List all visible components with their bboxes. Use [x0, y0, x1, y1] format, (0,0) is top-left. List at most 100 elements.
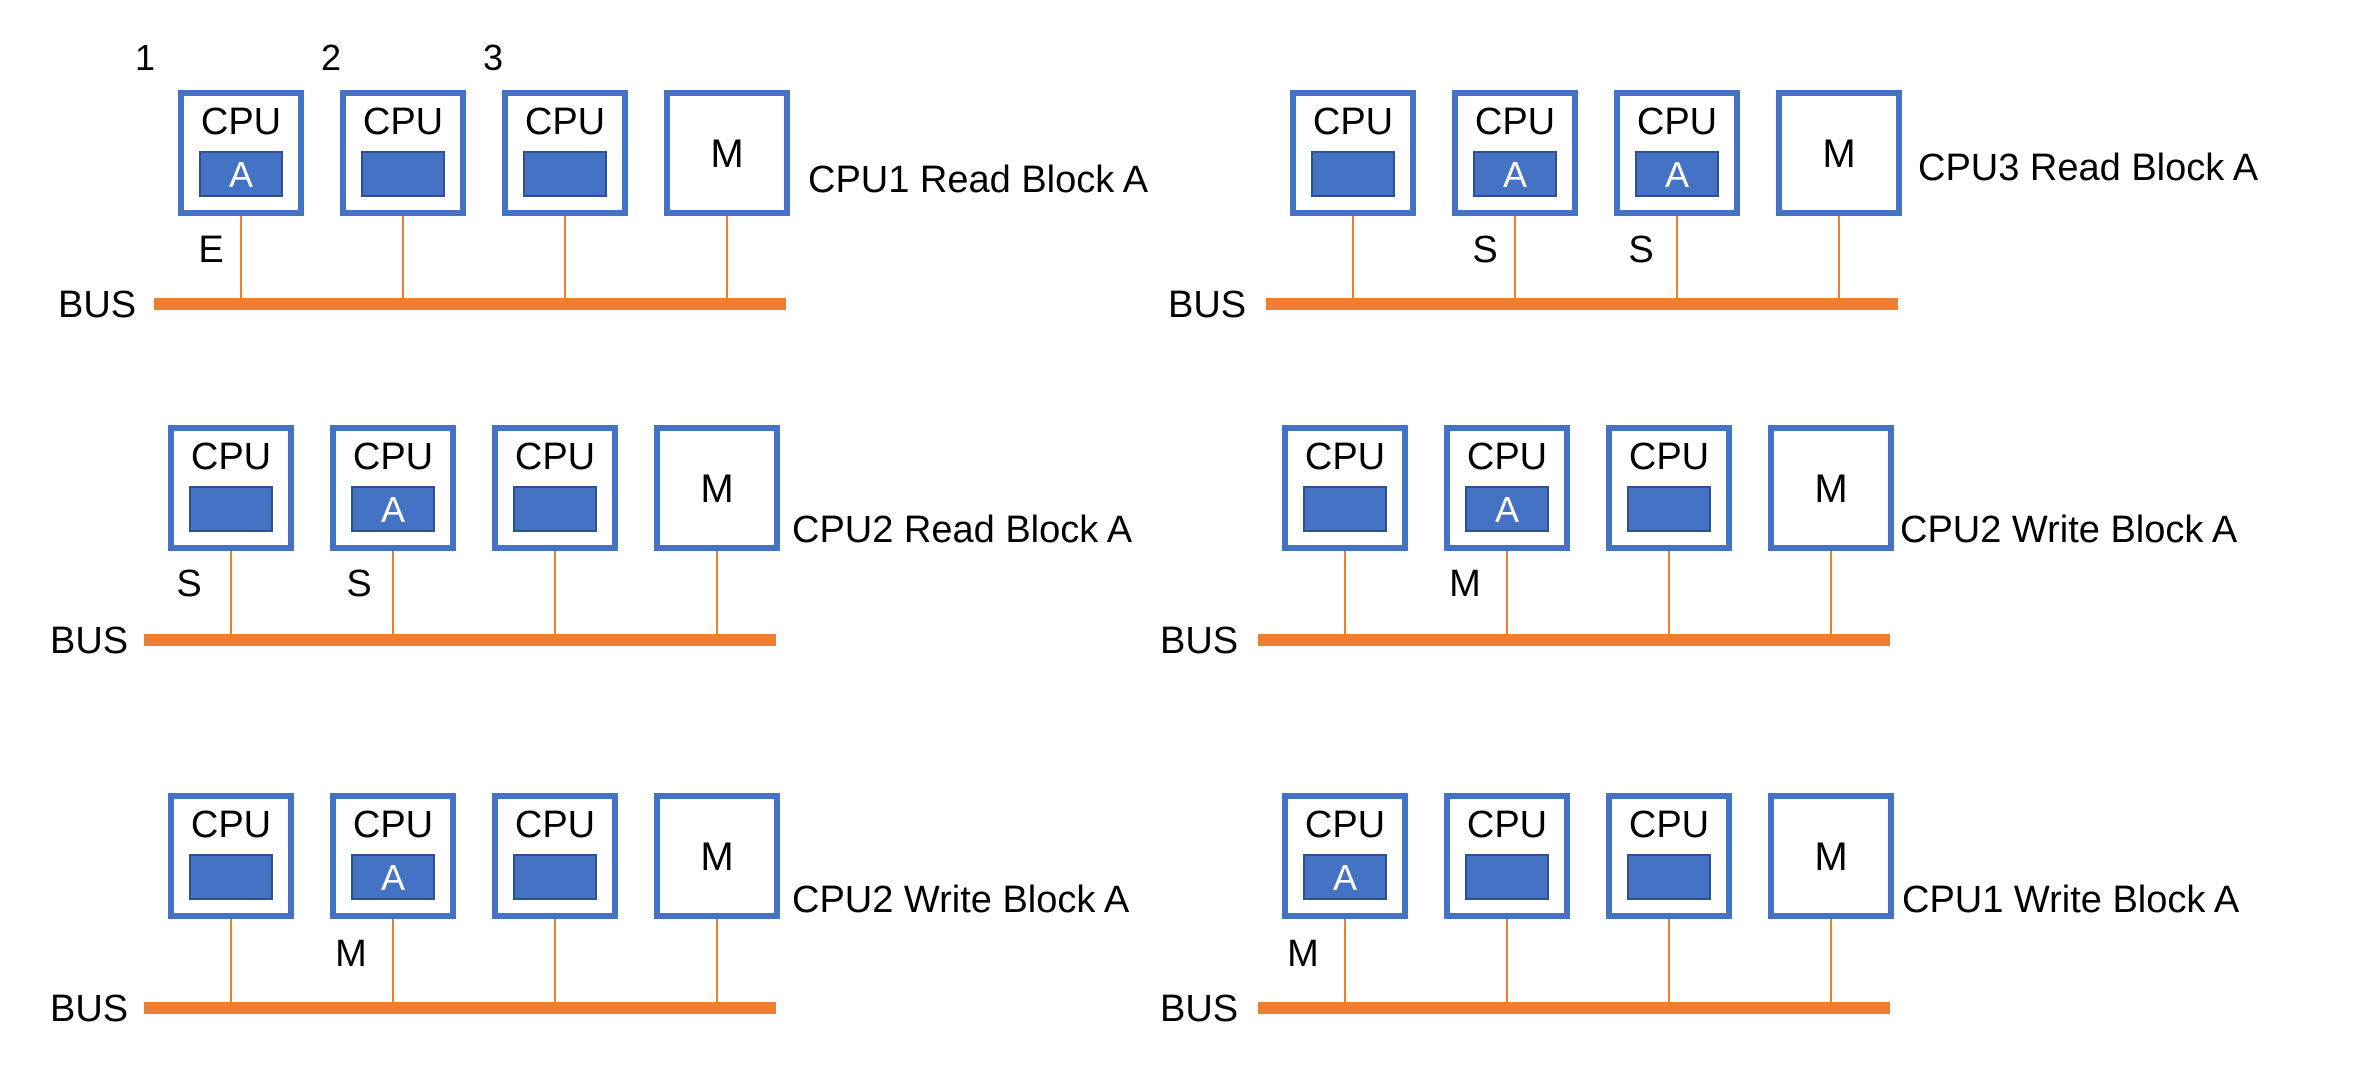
cache-block	[1473, 151, 1557, 197]
cpu-box	[1606, 425, 1732, 551]
cache-state-label: S	[346, 563, 371, 605]
cpu-box	[340, 90, 466, 216]
cpu-box	[178, 90, 304, 216]
cache-block	[189, 854, 273, 900]
memory-label: M	[1822, 132, 1855, 176]
memory-unit: M	[664, 90, 790, 298]
cpu-unit-3: CPU	[1606, 793, 1732, 1002]
cache-block	[1303, 854, 1387, 900]
memory-unit: M	[1776, 90, 1902, 298]
cpu-box	[492, 425, 618, 551]
memory-label: M	[1814, 467, 1847, 511]
cpu-box	[1444, 425, 1570, 551]
memory-label: M	[700, 835, 733, 879]
cpu-label: CPU	[1629, 436, 1709, 478]
memory-box	[1768, 793, 1894, 919]
cache-block	[1635, 151, 1719, 197]
memory-label: M	[710, 132, 743, 176]
cache-block	[189, 486, 273, 532]
panel-caption: CPU3 Read Block A	[1918, 147, 2259, 189]
cache-state-label: E	[198, 229, 223, 271]
cpu-label: CPU	[191, 436, 271, 478]
cpu-unit-1: CPU	[1282, 425, 1408, 634]
cache-block	[199, 151, 283, 197]
bus-label: BUS	[1168, 284, 1246, 326]
cpu-label: CPU	[353, 804, 433, 846]
cache-block	[1627, 854, 1711, 900]
cpu-label: CPU	[201, 101, 281, 143]
bus-label: BUS	[50, 988, 128, 1030]
cpu-unit-3: CPU	[502, 90, 628, 298]
bus-line	[144, 634, 776, 646]
cache-block-label: A	[1495, 489, 1519, 530]
cpu-box	[330, 793, 456, 919]
cache-block	[513, 854, 597, 900]
panel-caption: CPU2 Write Block A	[1900, 509, 2238, 551]
cache-block	[523, 151, 607, 197]
cpu-unit-2: CPU AS	[1452, 90, 1578, 298]
panel-caption: CPU1 Write Block A	[1902, 879, 2240, 921]
cpu-box	[1290, 90, 1416, 216]
cpu-unit-3: CPU	[492, 425, 618, 634]
memory-unit: M	[654, 425, 780, 634]
bus-label: BUS	[50, 620, 128, 662]
cpu-label: CPU	[1475, 101, 1555, 143]
cpu-label: CPU	[191, 804, 271, 846]
cpu-box	[1444, 793, 1570, 919]
cpu-label: CPU	[515, 436, 595, 478]
cache-state-label: M	[1449, 563, 1481, 605]
cpu-box	[1614, 90, 1740, 216]
cpu-box	[1452, 90, 1578, 216]
memory-unit: M	[654, 793, 780, 1002]
cpu-unit-2: CPU	[1444, 793, 1570, 1002]
cpu-label: CPU	[515, 804, 595, 846]
cpu-label: CPU	[1467, 804, 1547, 846]
cpu-box	[168, 425, 294, 551]
cache-state-label: M	[335, 933, 367, 975]
cache-block-label: A	[1503, 154, 1527, 195]
bus-line	[1258, 634, 1890, 646]
cache-block	[513, 486, 597, 532]
memory-box	[1768, 425, 1894, 551]
memory-box	[1776, 90, 1902, 216]
cache-block-label: A	[381, 857, 405, 898]
cache-state-label: S	[1472, 229, 1497, 271]
cpu-unit-1: CPU S	[168, 425, 294, 634]
cpu-unit-2: CPU	[340, 90, 466, 298]
cache-block	[351, 854, 435, 900]
cache-state-label: S	[1628, 229, 1653, 271]
memory-label: M	[1814, 835, 1847, 879]
bus-label: BUS	[1160, 988, 1238, 1030]
cpu-box	[492, 793, 618, 919]
bus-label: BUS	[1160, 620, 1238, 662]
memory-box	[664, 90, 790, 216]
cpu-box	[1282, 425, 1408, 551]
cpu-box	[168, 793, 294, 919]
cpu-box	[502, 90, 628, 216]
cache-block-label: A	[229, 154, 253, 195]
cpu-label: CPU	[1305, 804, 1385, 846]
cache-state-label: S	[176, 563, 201, 605]
memory-box	[654, 425, 780, 551]
memory-box	[654, 793, 780, 919]
cpu-unit-1: CPU	[1290, 90, 1416, 298]
cache-block	[1311, 151, 1395, 197]
bus-line	[1266, 298, 1898, 310]
cache-block-label: A	[381, 489, 405, 530]
cache-block	[1303, 486, 1387, 532]
cpu-unit-2: CPU AM	[330, 793, 456, 1002]
panel-caption: CPU2 Read Block A	[792, 509, 1133, 551]
cache-state-label: M	[1287, 933, 1319, 975]
memory-unit: M	[1768, 793, 1894, 1002]
cpu-number-2: 2	[321, 37, 341, 78]
cpu-unit-3: CPU	[1606, 425, 1732, 634]
